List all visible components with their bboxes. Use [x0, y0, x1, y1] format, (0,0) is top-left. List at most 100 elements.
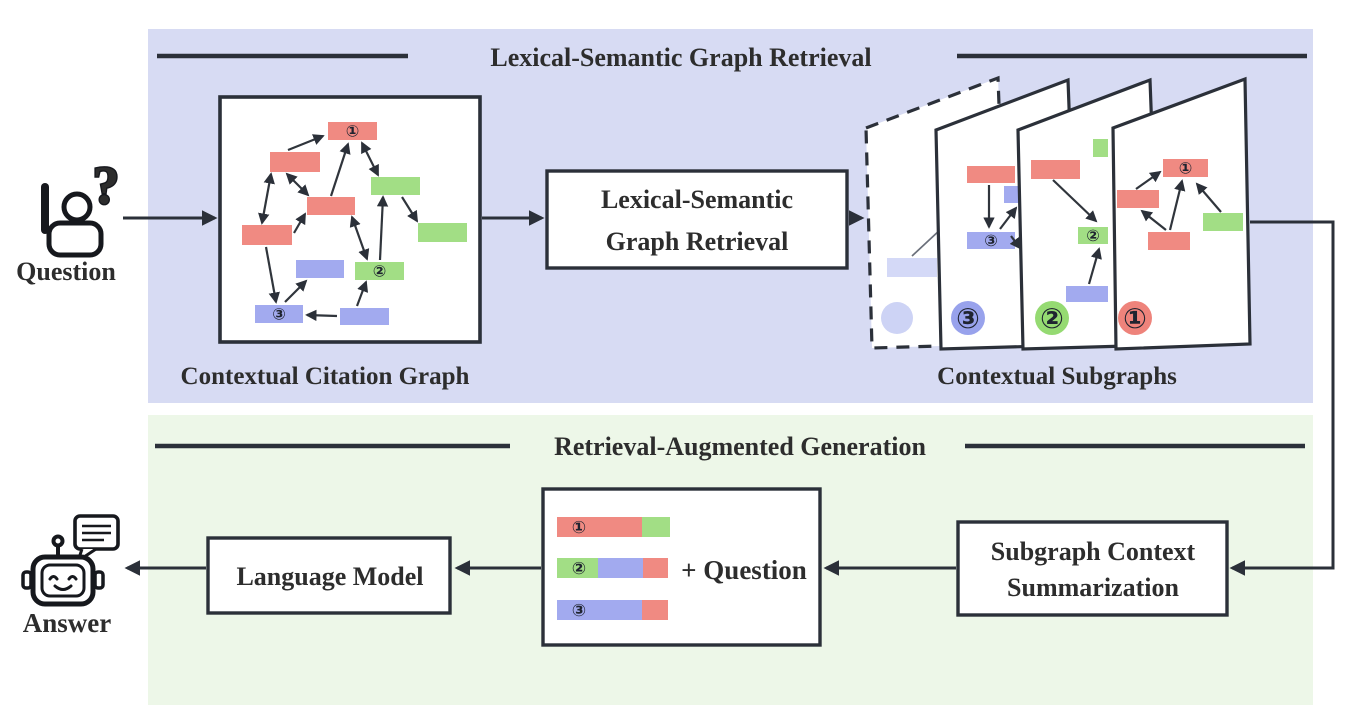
summarization-label-line2: Summarization: [1007, 573, 1179, 602]
retrieval-process-label-line2: Graph Retrieval: [606, 227, 789, 256]
graph-node-red: [307, 197, 355, 215]
graph-node-badge: ①: [1179, 159, 1193, 178]
answer-robot-icon: [21, 514, 120, 607]
graph-edge: [1168, 179, 1186, 231]
subgraph-panel-rank-1: ①①: [1111, 76, 1252, 351]
graph-edge: [1195, 182, 1222, 213]
graph-node-badge: ③: [272, 305, 286, 324]
graph-edge: [258, 172, 275, 225]
question-label: Question: [16, 257, 116, 286]
graph-node-blue: [340, 308, 389, 325]
graph-node-red: [967, 166, 1015, 183]
graph-node-green: [1093, 139, 1108, 157]
graph-edge: [911, 228, 942, 257]
summary-bar-segment-blue: [557, 600, 642, 620]
graph-edge: [361, 141, 379, 177]
graph-edge: [376, 195, 389, 261]
summarization-box: [956, 520, 1229, 617]
summary-bar-segment-green: [642, 517, 670, 537]
graph-node-badge: ②: [373, 262, 387, 281]
subgraph-rank-circle: [1035, 301, 1069, 335]
person-head: [61, 191, 93, 223]
graph-edge: [264, 246, 280, 304]
subgraphs-to-summarization: [1229, 220, 1335, 576]
graph-node-blue: [1004, 186, 1020, 203]
graph-edge: [1135, 170, 1162, 190]
graph-edge: [1140, 209, 1167, 231]
graph-node-red: [242, 225, 292, 245]
robot-antenna-tip: [51, 534, 65, 548]
graph-node-blue: [255, 305, 303, 323]
answer-label: Answer: [23, 608, 112, 638]
graph-edge: [1052, 179, 1098, 223]
flow-arrows-layer: [123, 210, 1335, 576]
graph-node-green: [1078, 227, 1108, 244]
graph-node-red: [1148, 232, 1190, 250]
language-model-label: Language Model: [236, 562, 423, 591]
graph-edge: [287, 134, 325, 152]
subgraph-rank-glyph: ②: [1040, 302, 1064, 335]
robot-ear-right: [93, 570, 105, 590]
summary-bar-segment-red: [643, 558, 668, 578]
graph-edge: [1087, 247, 1102, 285]
graph-node-red: [1031, 160, 1080, 179]
robot-smile: [53, 584, 73, 591]
subgraphs-caption: Contextual Subgraphs: [937, 363, 1177, 390]
generation-section-title: Retrieval-Augmented Generation: [554, 432, 926, 461]
graph-node-red: [1117, 190, 1159, 208]
retrieval-section-title: Lexical-Semantic Graph Retrieval: [490, 43, 871, 72]
person-body: [46, 220, 104, 258]
graph-edge: [329, 142, 351, 197]
robot-head: [30, 554, 96, 607]
graph-edge: [401, 196, 419, 223]
graph-node-badge: ③: [984, 231, 998, 250]
graph-node-red: [270, 152, 320, 172]
graph-edge: [1009, 235, 1022, 250]
summary-bar-segment-blue: [598, 558, 643, 578]
subgraph-rank-glyph: ①: [1123, 302, 1147, 335]
subgraph-rank-glyph: ③: [956, 302, 980, 335]
graph-edge: [305, 309, 338, 322]
graph-node-badge: ①: [346, 122, 360, 141]
summary-bar-badge: ②: [572, 559, 586, 579]
graph-node-blue: [1066, 286, 1108, 302]
graph-edge: [349, 215, 370, 261]
graph-node-blue: [967, 232, 1015, 249]
robot-eye-right: [67, 575, 78, 581]
graph-node-green: [418, 223, 467, 242]
graph-node-blue: [296, 260, 344, 278]
graph-edge: [285, 172, 310, 197]
robot-face-panel: [40, 563, 86, 598]
graph-edge: [999, 206, 1018, 230]
question-mark-glyph: ?: [93, 155, 120, 215]
robot-ear-left: [21, 570, 33, 590]
graph-edge: [293, 212, 306, 234]
subgraph-rank-circle: [951, 301, 985, 335]
graph-node-green: [1203, 213, 1243, 231]
language-model-box: [206, 536, 452, 615]
subgraph-rank-circle: [881, 302, 913, 334]
summary-bar-badge: ③: [572, 601, 586, 621]
citation-graph-caption: Contextual Citation Graph: [181, 363, 470, 390]
summary-bars-layer: ① ② ③: [557, 517, 670, 621]
graph-node-green: [355, 262, 404, 280]
subgraph-rank-circle: [1118, 301, 1152, 335]
plus-question-label: + Question: [681, 555, 807, 585]
graph-node-red: [328, 122, 377, 140]
graph-edge: [284, 279, 308, 303]
retrieval-process-box: [545, 169, 849, 270]
retrieval-process-label-line1: Lexical-Semantic: [601, 185, 793, 214]
robot-eye-left: [48, 575, 59, 581]
graph-node-badge: ②: [1086, 226, 1100, 245]
subgraph-panel-border: [1111, 76, 1252, 351]
summary-bar-segment-red: [557, 517, 642, 537]
graph-node-green: [371, 177, 420, 195]
summary-bar-badge: ①: [572, 518, 586, 538]
question-person-icon: ?: [41, 154, 121, 258]
graph-edge: [355, 280, 369, 307]
summarization-label-line1: Subgraph Context: [991, 537, 1196, 566]
graph-node-red: [1163, 159, 1208, 177]
